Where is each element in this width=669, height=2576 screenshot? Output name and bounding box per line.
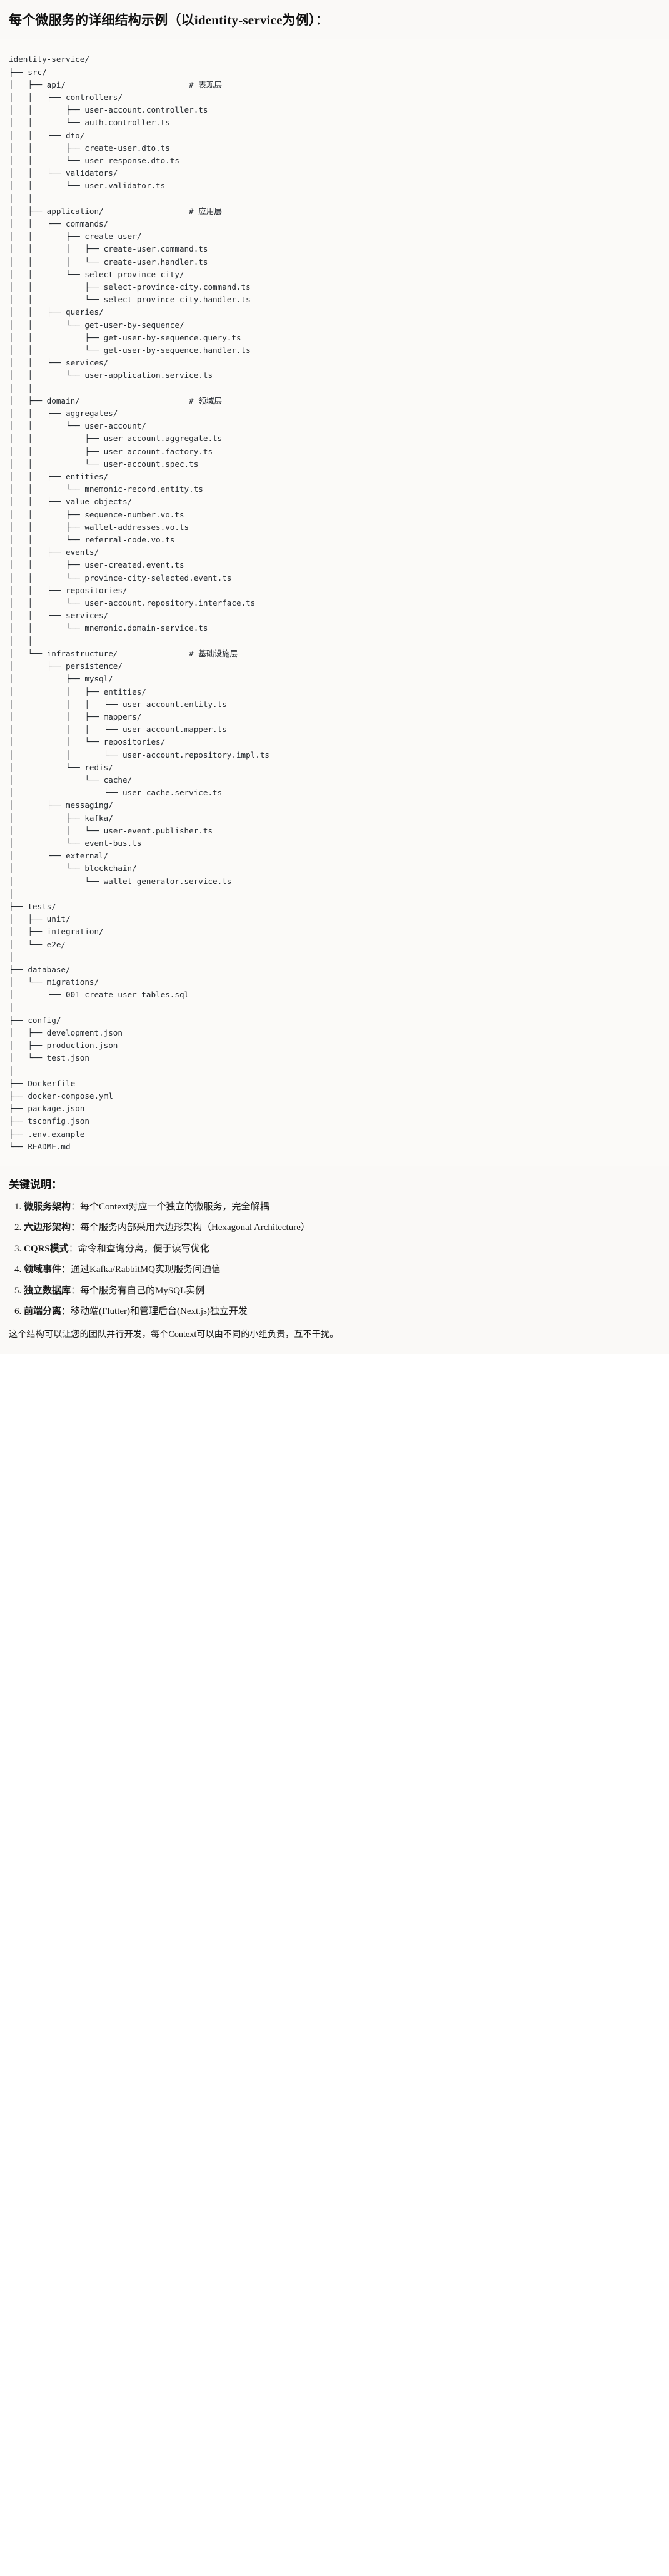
list-item: 前端分离：移动端(Flutter)和管理后台(Next.js)独立开发 <box>24 1305 660 1319</box>
directory-tree-block: identity-service/ ├── src/ │ ├── api/ # … <box>0 39 669 1166</box>
note-desc: ：每个Context对应一个独立的微服务，完全解耦 <box>71 1201 269 1212</box>
note-desc: ：命令和查询分离，便于读写优化 <box>68 1243 209 1254</box>
note-term: 前端分离 <box>24 1306 62 1317</box>
note-desc: ：移动端(Flutter)和管理后台(Next.js)独立开发 <box>61 1306 248 1317</box>
note-term: 六边形架构 <box>24 1223 71 1233</box>
note-term: 微服务架构 <box>24 1201 71 1212</box>
key-notes-title: 关键说明： <box>9 1179 62 1191</box>
key-notes-section: 关键说明： 微服务架构：每个Context对应一个独立的微服务，完全解耦 六边形… <box>0 1166 669 1354</box>
note-desc: ：通过Kafka/RabbitMQ实现服务间通信 <box>61 1265 221 1275</box>
document-page: 每个微服务的详细结构示例（以identity-service为例）： ident… <box>0 0 669 1354</box>
list-item: CQRS模式：命令和查询分离，便于读写优化 <box>24 1242 660 1256</box>
list-item: 独立数据库：每个服务有自己的MySQL实例 <box>24 1284 660 1298</box>
heading-band: 每个微服务的详细结构示例（以identity-service为例）： <box>0 0 669 40</box>
list-item: 微服务架构：每个Context对应一个独立的微服务，完全解耦 <box>24 1200 660 1214</box>
note-term: CQRS模式 <box>24 1243 69 1254</box>
note-desc: ：每个服务有自己的MySQL实例 <box>71 1285 205 1296</box>
note-term: 领域事件 <box>24 1265 62 1275</box>
note-term: 独立数据库 <box>24 1285 71 1296</box>
list-item: 六边形架构：每个服务内部采用六边形架构（Hexagonal Architectu… <box>24 1221 660 1235</box>
directory-tree: identity-service/ ├── src/ │ ├── api/ # … <box>9 54 270 1151</box>
key-notes-footer: 这个结构可以让您的团队并行开发，每个Context可以由不同的小组负责，互不干扰… <box>9 1329 339 1340</box>
page-title: 每个微服务的详细结构示例（以identity-service为例）： <box>9 13 329 28</box>
key-notes-list: 微服务架构：每个Context对应一个独立的微服务，完全解耦 六边形架构：每个服… <box>9 1200 660 1319</box>
note-desc: ：每个服务内部采用六边形架构（Hexagonal Architecture） <box>71 1223 310 1233</box>
list-item: 领域事件：通过Kafka/RabbitMQ实现服务间通信 <box>24 1263 660 1277</box>
